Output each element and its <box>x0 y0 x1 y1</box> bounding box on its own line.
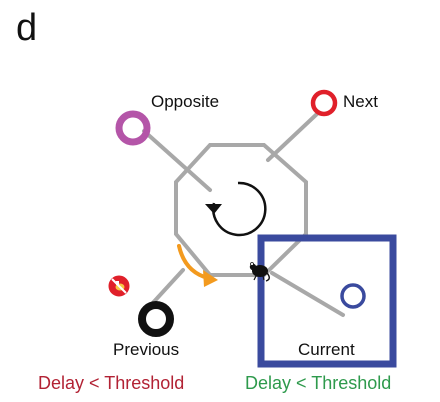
no-reward-icon <box>107 274 131 298</box>
ring-next <box>310 89 338 117</box>
arm-opposite <box>142 129 212 192</box>
maze-octagon <box>174 143 308 277</box>
rat-icon <box>249 262 270 282</box>
ring-opposite <box>115 110 151 146</box>
label-previous: Previous <box>113 340 179 359</box>
arm-next <box>266 111 320 162</box>
current-arm-highlight <box>257 234 397 368</box>
circular-arrow-icon <box>205 181 267 237</box>
panel-label: d <box>16 7 37 49</box>
label-opposite: Opposite <box>151 92 219 111</box>
label-current: Current <box>298 340 355 359</box>
arm-current <box>270 271 345 317</box>
condition-current: Delay < Threshold <box>245 373 391 393</box>
ring-current <box>340 283 366 309</box>
label-next: Next <box>343 92 378 111</box>
condition-previous: Delay < Threshold <box>38 373 184 393</box>
arm-previous <box>148 268 185 308</box>
ring-previous <box>138 301 174 337</box>
curved-arrow-icon <box>177 244 218 287</box>
maze-arms <box>142 111 345 317</box>
